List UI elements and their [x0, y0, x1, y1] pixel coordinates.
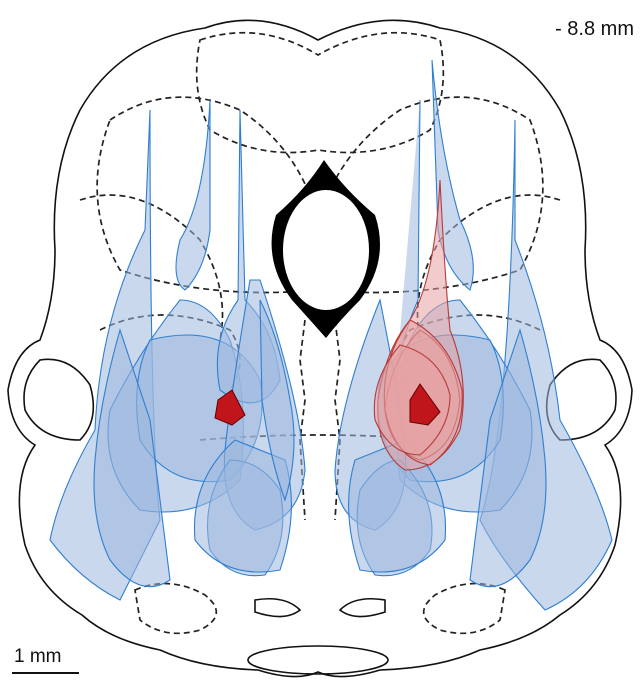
left-lateral-lobe-outline	[24, 359, 93, 440]
right-blue-injections	[335, 60, 612, 610]
scale-bar	[12, 672, 79, 674]
dashed-bottom-right	[424, 584, 505, 634]
bottom-right-slot	[340, 599, 385, 617]
injection-spread	[176, 100, 210, 290]
section-bregma-label: - 8.8 mm	[555, 18, 634, 41]
dashed-bottom-left	[135, 584, 216, 634]
bottom-center-structure	[248, 646, 388, 674]
dashed-structure-top	[197, 33, 444, 153]
left-blue-injections	[50, 100, 305, 600]
bottom-left-slot	[255, 599, 300, 617]
ventricle-lumen	[283, 190, 369, 310]
scale-bar-label: 1 mm	[14, 646, 62, 668]
